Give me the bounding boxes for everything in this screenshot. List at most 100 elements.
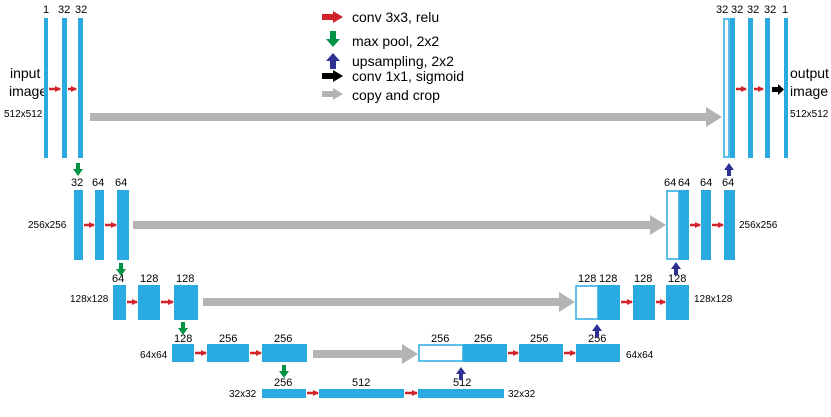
channel-label: 128 [176, 273, 194, 285]
feature-map-block [44, 18, 48, 158]
feature-map-block [207, 344, 249, 362]
channel-label: 32 [71, 177, 83, 189]
channel-label: 1 [782, 4, 788, 16]
feature-map-block [138, 285, 160, 320]
copy-crop-arrow-icon [203, 292, 575, 312]
encoder-level-1: 1 32 32 [43, 4, 87, 158]
copy-crop-arrow-icon [133, 215, 666, 235]
copied-feature-map-block [418, 344, 464, 362]
channel-label: 128 [599, 273, 617, 285]
decoder-level-1: 32 32 32 32 1 [716, 4, 788, 158]
decoder-level-4: 256 256 256 256 64x64 [418, 333, 654, 362]
input-label-line2: image [9, 83, 47, 99]
output-size-label: 512x512 [790, 109, 829, 120]
feature-map-block [262, 344, 307, 362]
channel-label: 128 [140, 273, 158, 285]
output-label-line1: output [790, 65, 829, 81]
copied-feature-map-block [575, 285, 599, 320]
maxpool-arrow-icon [73, 163, 83, 176]
channel-label: 256 [274, 333, 292, 345]
channel-label: 128 [668, 273, 686, 285]
copy-crop-arrows [90, 107, 722, 364]
channel-label: 256 [274, 377, 292, 389]
conv1x1-output-arrow-icon [772, 84, 784, 95]
encoder-level-2: 32 64 64 256x256 [28, 177, 129, 260]
channel-label: 128 [578, 273, 596, 285]
level-size-label: 256x256 [28, 220, 67, 231]
conv1x1-arrow-icon [322, 70, 343, 82]
channel-label: 128 [634, 273, 652, 285]
level-size-label: 128x128 [70, 294, 109, 305]
copy-arrow-icon [322, 88, 343, 100]
channel-label: 32 [747, 4, 759, 16]
conv-arrows [49, 86, 764, 396]
pool-arrows [73, 163, 289, 378]
output-label-line2: image [790, 83, 828, 99]
feature-map-block [730, 18, 735, 158]
feature-map-block [748, 18, 753, 158]
feature-map-block [463, 344, 507, 362]
feature-map-block [724, 190, 735, 260]
conv-arrow-icon [322, 11, 343, 23]
channel-label: 32 [58, 4, 70, 16]
level-size-label: 128x128 [694, 294, 733, 305]
feature-map-block [262, 389, 306, 398]
channel-label: 64 [700, 177, 712, 189]
channel-label: 256 [588, 333, 606, 345]
encoder-level-4: 128 256 256 64x64 [140, 333, 307, 362]
level-size-label: 32x32 [229, 389, 257, 400]
legend-conv-label: conv 3x3, relu [352, 9, 439, 25]
upsample-arrow-icon [592, 324, 602, 337]
level-size-label: 256x256 [739, 220, 778, 231]
bottleneck-level: 256 512 512 32x32 32x32 [229, 377, 536, 400]
upsample-arrow-icon [326, 53, 340, 69]
channel-label: 512 [453, 377, 471, 389]
legend: conv 3x3, relu max pool, 2x2 upsampling,… [322, 9, 464, 103]
legend-pool-label: max pool, 2x2 [352, 33, 439, 49]
feature-map-block [95, 190, 104, 260]
copied-feature-map-block [723, 18, 730, 158]
feature-map-block [519, 344, 563, 362]
feature-map-block [598, 285, 620, 320]
input-size-label: 512x512 [4, 109, 43, 120]
channel-label: 64 [115, 177, 127, 189]
channel-label: 32 [75, 4, 87, 16]
channel-label: 1 [43, 4, 49, 16]
level-size-label: 64x64 [626, 350, 654, 361]
feature-map-block [174, 285, 198, 320]
output-map-block [784, 18, 788, 158]
feature-map-block [117, 190, 129, 260]
feature-map-block [172, 344, 194, 362]
legend-copy-label: copy and crop [352, 87, 440, 103]
upsample-arrows [456, 163, 734, 380]
encoder-level-3: 64 128 128 128x128 [70, 273, 198, 320]
maxpool-arrow-icon [116, 263, 126, 276]
feature-map-block [701, 190, 711, 260]
channel-label: 256 [530, 333, 548, 345]
feature-map-block [418, 389, 504, 398]
upsample-arrow-icon [724, 163, 734, 176]
channel-label: 64 [664, 177, 676, 189]
channel-label: 256 [474, 333, 492, 345]
copied-feature-map-block [666, 190, 680, 260]
copy-crop-arrow-icon [90, 107, 722, 127]
channel-label: 256 [431, 333, 449, 345]
channel-label: 32 [731, 4, 743, 16]
feature-map-block [765, 18, 770, 158]
channel-label: 512 [352, 377, 370, 389]
feature-map-block [633, 285, 655, 320]
feature-map-block [319, 389, 404, 398]
level-size-label: 32x32 [508, 389, 536, 400]
copy-crop-arrow-icon [313, 344, 418, 364]
channel-label: 64 [678, 177, 690, 189]
feature-map-block [78, 18, 83, 158]
channel-label: 32 [764, 4, 776, 16]
level-size-label: 64x64 [140, 350, 168, 361]
channel-label: 32 [716, 4, 728, 16]
feature-map-block [666, 285, 689, 320]
input-label-line1: input [10, 65, 40, 81]
pool-arrow-icon [326, 31, 340, 47]
feature-map-block [679, 190, 689, 260]
channel-label: 64 [92, 177, 104, 189]
channel-label: 256 [219, 333, 237, 345]
